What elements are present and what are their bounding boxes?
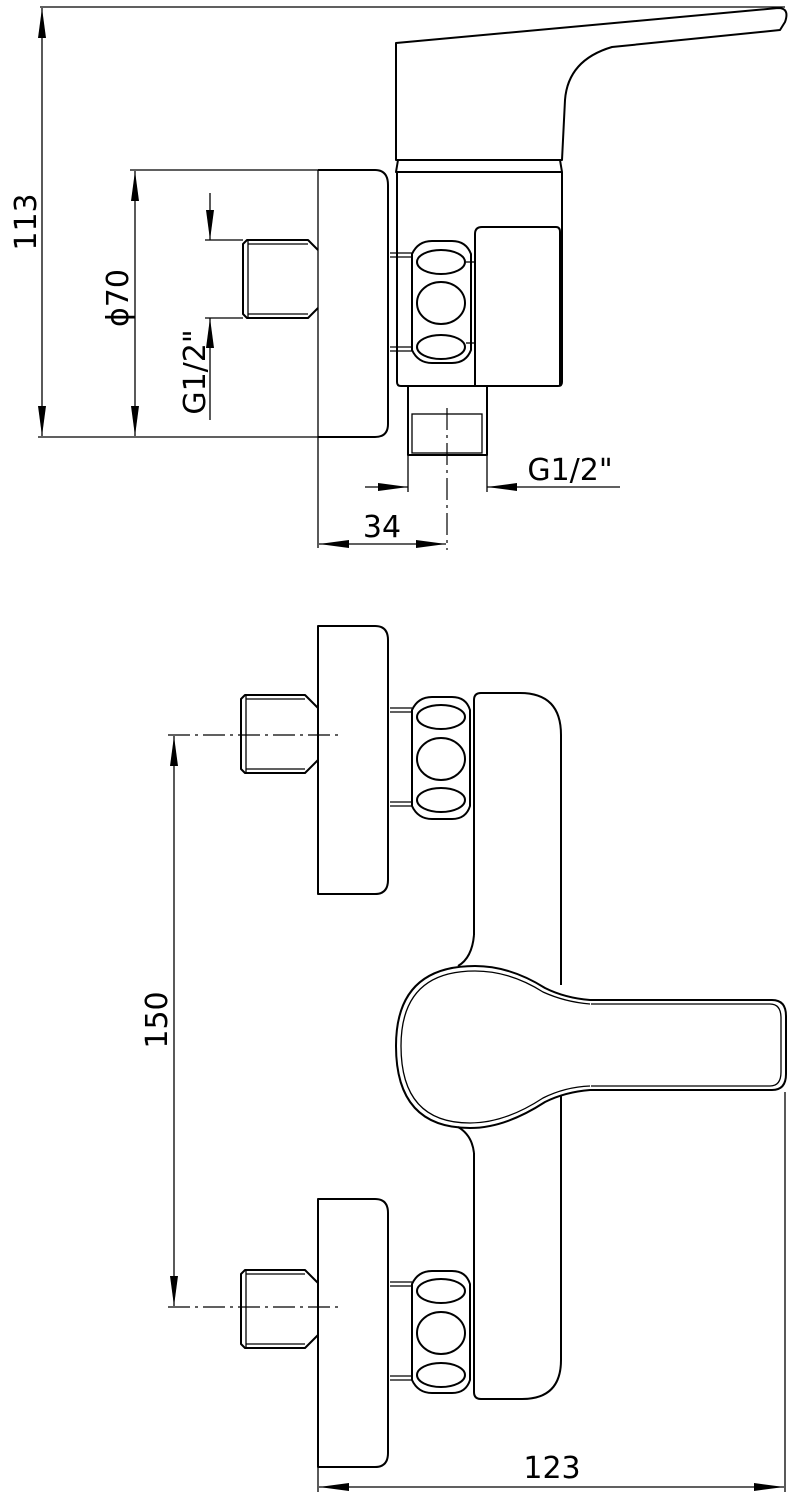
side-view: 113 ϕ70 G1/2" G1/2" 34 (9, 6, 788, 550)
outlet-offset-label: 34 (363, 510, 401, 545)
lower-inlet-pipe (240, 1269, 319, 1349)
overall-depth-label: 123 (523, 1451, 580, 1486)
inlet-thread-label: G1/2" (178, 329, 213, 414)
upper-inlet-pipe (240, 694, 319, 774)
lever-handle-front (395, 965, 787, 1129)
body-block (474, 226, 561, 386)
front-view: 150 123 (140, 625, 787, 1492)
upper-union-nut (411, 696, 471, 820)
wall-plate (318, 169, 389, 438)
height-dimension-label: 113 (9, 193, 44, 250)
union-nut (411, 240, 472, 364)
collar (395, 159, 563, 173)
inlet-spacing-label: 150 (140, 991, 175, 1048)
upper-wall-plate (317, 625, 389, 895)
inlet-pipe (242, 239, 319, 319)
lower-wall-plate (317, 1198, 389, 1468)
lower-union-nut (411, 1270, 471, 1394)
valve-body (396, 172, 563, 387)
mixer-body (457, 692, 562, 1400)
outlet-thread-label: G1/2" (527, 453, 612, 488)
lever-handle (395, 7, 788, 161)
plate-diameter-label: ϕ70 (101, 269, 136, 327)
